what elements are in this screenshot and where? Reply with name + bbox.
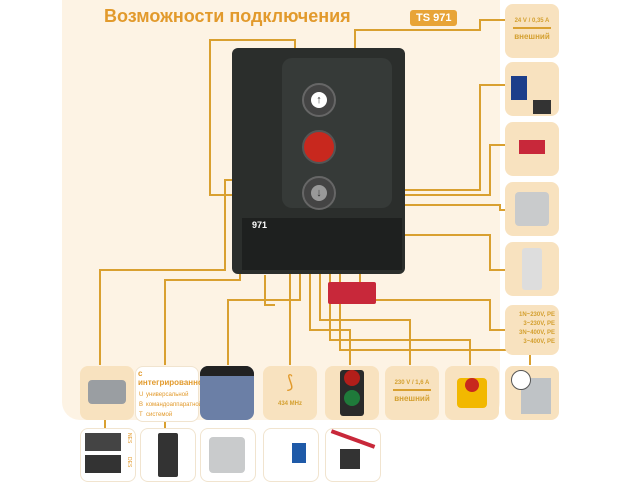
tile-button-panel: [140, 428, 196, 482]
letter: B: [139, 402, 144, 408]
tile-chain-sensor: [325, 428, 381, 482]
tile-traffic-light: [325, 366, 379, 420]
letter: T: [139, 412, 143, 418]
mains-option: 3~400V, PE: [523, 339, 555, 345]
mains-option: 3~230V, PE: [523, 321, 555, 327]
integrated-title: с интегрированной: [138, 369, 208, 387]
tile-key-switch: [505, 182, 559, 236]
des-label: DES: [126, 457, 132, 468]
antenna-icon: ⟆: [286, 372, 294, 392]
tile-limit-switches: NES DES: [80, 428, 136, 482]
tile-radio-receiver: [505, 62, 559, 116]
tile-external-230v: 230 V / 1,6 A внешний: [385, 366, 439, 420]
terminal-board: [242, 218, 402, 270]
close-button[interactable]: ↓: [302, 176, 336, 210]
power-230v-spec: 230 V / 1,6 A: [394, 380, 430, 386]
controller-label: 971: [252, 220, 268, 230]
stop-button[interactable]: [302, 130, 336, 164]
tile-pushbutton: [505, 242, 559, 296]
tile-external-24v: 24 V / 0,35 A внешний: [505, 4, 559, 58]
open-button[interactable]: ↑: [302, 83, 336, 117]
power-24v-label: внешний: [514, 32, 550, 41]
tile-timer: [505, 366, 559, 420]
clock-icon: [511, 370, 531, 390]
power-24v-spec: 24 V / 0,35 A: [514, 18, 550, 24]
tile-radio: ⟆ 434 MHz: [263, 366, 317, 420]
tile-integrated-control: с интегрированной U B T универсальной ко…: [135, 366, 208, 422]
tile-photo-sensor: [263, 428, 319, 482]
tile-mains-options: 1N~230V, PE 3~230V, PE 3N~400V, PE 3~400…: [505, 305, 559, 355]
page-title: Возможности подключения: [104, 6, 351, 26]
mains-option: 3N~400V, PE: [519, 330, 555, 336]
radio-frequency: 434 MHz: [277, 401, 302, 407]
model-badge: TS 971: [410, 10, 458, 26]
integrated-line: системой: [146, 412, 173, 418]
power-230v-label: внешний: [394, 394, 430, 403]
controller-housing: ↑ ↓ 971: [232, 48, 405, 274]
nes-label: NES: [126, 433, 132, 444]
tile-key-switch-2: [200, 428, 256, 482]
mains-option: 1N~230V, PE: [519, 312, 555, 318]
tile-emergency-stop: [445, 366, 499, 420]
tile-safety-edge: [200, 366, 254, 420]
tile-safety-switch: [505, 122, 559, 176]
arrow-icon: [513, 27, 551, 29]
arrow-up-icon: ↑: [311, 92, 327, 108]
integrated-line: командоаппаратной: [146, 402, 203, 408]
arrow-icon: [393, 389, 431, 391]
integrated-line: универсальной: [146, 392, 189, 398]
letter: U: [139, 392, 144, 398]
mains-connector: [328, 282, 376, 304]
tile-motor: [80, 366, 134, 420]
arrow-down-icon: ↓: [311, 185, 327, 201]
